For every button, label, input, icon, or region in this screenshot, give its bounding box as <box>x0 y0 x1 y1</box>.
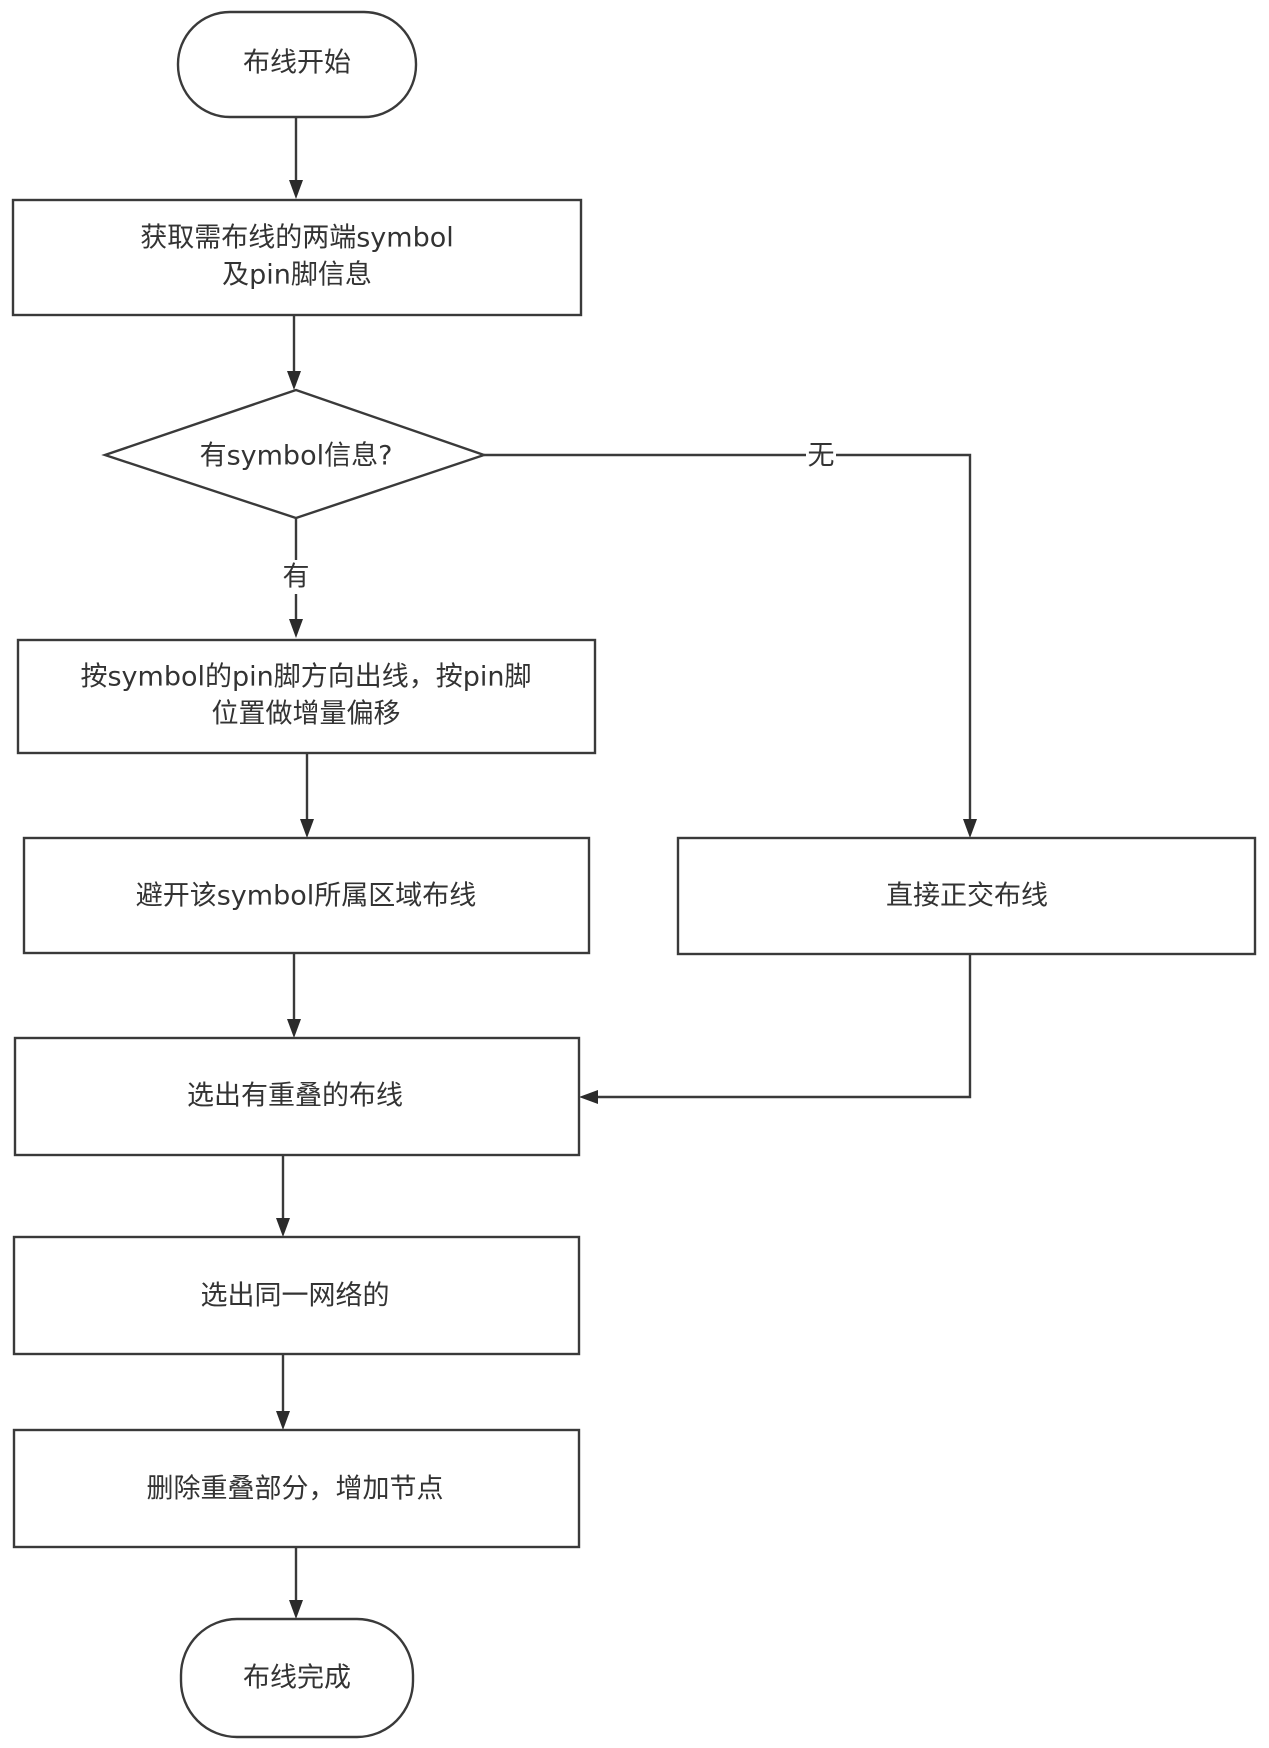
terminal-shape <box>179 1617 415 1739</box>
node-pin-direction-line-2: 位置做增量偏移 <box>212 699 401 730</box>
node-avoid-area-label: 避开该symbol所属区域布线 <box>136 881 477 912</box>
node-delete-overlap[interactable]: 删除重叠部分，增加节点 <box>12 1428 581 1549</box>
process-shape <box>12 1428 581 1549</box>
node-direct-ortho[interactable]: 直接正交布线 <box>676 836 1257 956</box>
node-pin-direction[interactable]: 按symbol的pin脚方向出线，按pin脚 位置做增量偏移 <box>16 638 597 755</box>
edge-decision-no <box>484 453 972 827</box>
arrowhead <box>289 180 303 199</box>
arrowhead <box>300 819 314 838</box>
node-has-symbol-label: 有symbol信息? <box>200 441 393 472</box>
label-background <box>281 560 311 594</box>
arrowhead <box>579 1090 598 1104</box>
arrowhead <box>287 1019 301 1038</box>
node-select-same-net-label: 选出同一网络的 <box>201 1281 390 1312</box>
edge-direct-to-select-overlap <box>590 954 972 1099</box>
node-avoid-area[interactable]: 避开该symbol所属区域布线 <box>22 836 591 955</box>
node-pin-direction-line-1: 按symbol的pin脚方向出线，按pin脚 <box>80 662 531 693</box>
node-end-label: 布线完成 <box>243 1663 351 1694</box>
edge-label-no: 无 <box>808 441 835 472</box>
arrowhead <box>287 371 301 390</box>
node-get-info[interactable]: 获取需布线的两端symbol 及pin脚信息 <box>11 198 583 317</box>
edges <box>276 117 977 1619</box>
process-shape <box>676 836 1257 956</box>
node-delete-overlap-label: 删除重叠部分，增加节点 <box>147 1474 444 1505</box>
process-shape <box>22 836 591 955</box>
decision-shape <box>101 388 488 520</box>
label-background <box>806 440 836 472</box>
arrowhead <box>963 819 977 838</box>
arrowhead <box>289 619 303 638</box>
terminal-shape <box>176 10 418 119</box>
node-has-symbol-decision[interactable]: 有symbol信息? <box>101 388 488 520</box>
edge-labels: 有 无 <box>281 440 836 594</box>
node-end[interactable]: 布线完成 <box>179 1617 415 1739</box>
node-select-overlap-label: 选出有重叠的布线 <box>187 1081 403 1112</box>
arrowhead <box>289 1600 303 1619</box>
process-shape <box>13 1036 581 1157</box>
node-direct-ortho-label: 直接正交布线 <box>886 881 1048 912</box>
node-get-info-line-2: 及pin脚信息 <box>222 260 372 291</box>
process-shape <box>11 198 583 317</box>
edge-label-yes: 有 <box>283 562 310 593</box>
node-select-overlap[interactable]: 选出有重叠的布线 <box>13 1036 581 1157</box>
node-start[interactable]: 布线开始 <box>176 10 418 119</box>
process-shape <box>12 1235 581 1356</box>
node-select-same-net[interactable]: 选出同一网络的 <box>12 1235 581 1356</box>
arrowhead <box>276 1218 290 1237</box>
process-shape <box>16 638 597 755</box>
node-get-info-line-1: 获取需布线的两端symbol <box>140 223 454 254</box>
node-start-label: 布线开始 <box>243 48 351 79</box>
arrowhead <box>276 1411 290 1430</box>
